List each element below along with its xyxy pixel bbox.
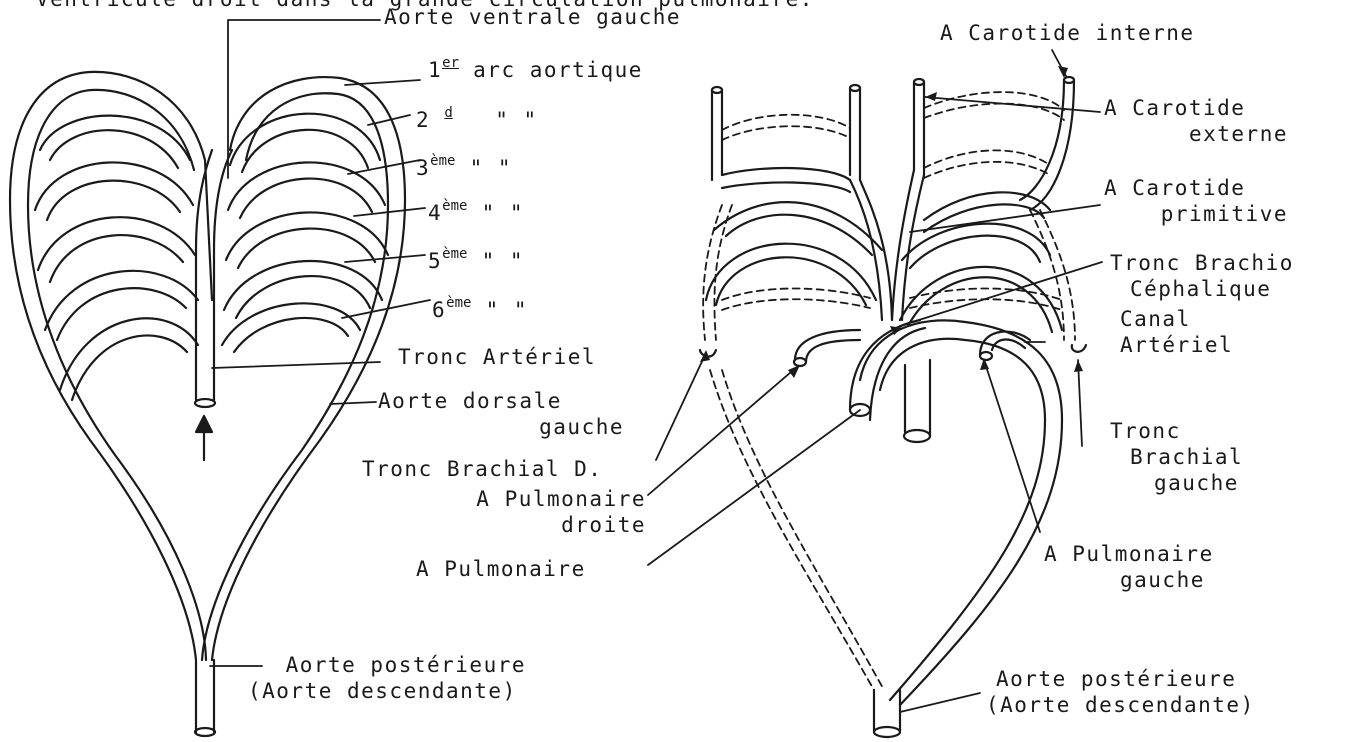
tronc-brachio-line2: Céphalique — [1110, 276, 1358, 302]
pulmonaire-gauche-line2: gauche — [1044, 567, 1284, 593]
carotide-primitive-line1: A Carotide — [1104, 175, 1294, 201]
carotide-externe-line2: externe — [1104, 121, 1294, 147]
label-tronc-brachial-gauche: Tronc Brachial gauche — [1110, 418, 1310, 496]
label-carotide-interne: A Carotide interne — [940, 20, 1195, 46]
tronc-brachio-line1: Tronc Brachio — [1110, 250, 1358, 276]
label-pulmonaire: A Pulmonaire — [416, 556, 586, 582]
tronc-brachial-g-line3: gauche — [1110, 470, 1310, 496]
dashed-regressed-vessels — [703, 92, 1075, 690]
label-aorte-posterieure-right: Aorte postérieure (Aorte descendante) — [986, 666, 1346, 718]
aorte-post-right-line1: Aorte postérieure — [986, 666, 1346, 692]
pulmonaire-gauche-line1: A Pulmonaire — [1044, 541, 1284, 567]
label-canal-arteriel: Canal Artériel — [1120, 306, 1280, 358]
label-pulmonaire-gauche: A Pulmonaire gauche — [1044, 541, 1284, 593]
canal-arteriel-line2: Artériel — [1120, 332, 1280, 358]
label-carotide-primitive: A Carotide primitive — [1104, 175, 1294, 227]
label-pulmonaire-droite: A Pulmonaire droite — [436, 486, 646, 538]
right-right-carotid-stub — [914, 82, 924, 175]
pulmonaire-droite-line1: A Pulmonaire — [436, 486, 646, 512]
right-left-carotid-stub — [712, 90, 722, 180]
label-tronc-brachial-droit: Tronc Brachial D. — [362, 456, 602, 482]
label-carotide-externe: A Carotide externe — [1104, 95, 1294, 147]
solid-arches-right — [706, 168, 1062, 332]
tronc-brachial-g-line2: Brachial — [1110, 444, 1310, 470]
pulmonaire-droite-line2: droite — [436, 512, 646, 538]
canal-arteriel-line1: Canal — [1120, 306, 1280, 332]
label-tronc-brachio-cephalique: Tronc Brachio Céphalique — [1110, 250, 1358, 302]
aorte-post-right-line2: (Aorte descendante) — [986, 692, 1346, 718]
tronc-brachial-g-line1: Tronc — [1110, 418, 1310, 444]
carotide-externe-line1: A Carotide — [1104, 95, 1294, 121]
carotide-primitive-line2: primitive — [1104, 201, 1294, 227]
right-mid-carotid-stub — [850, 88, 860, 180]
